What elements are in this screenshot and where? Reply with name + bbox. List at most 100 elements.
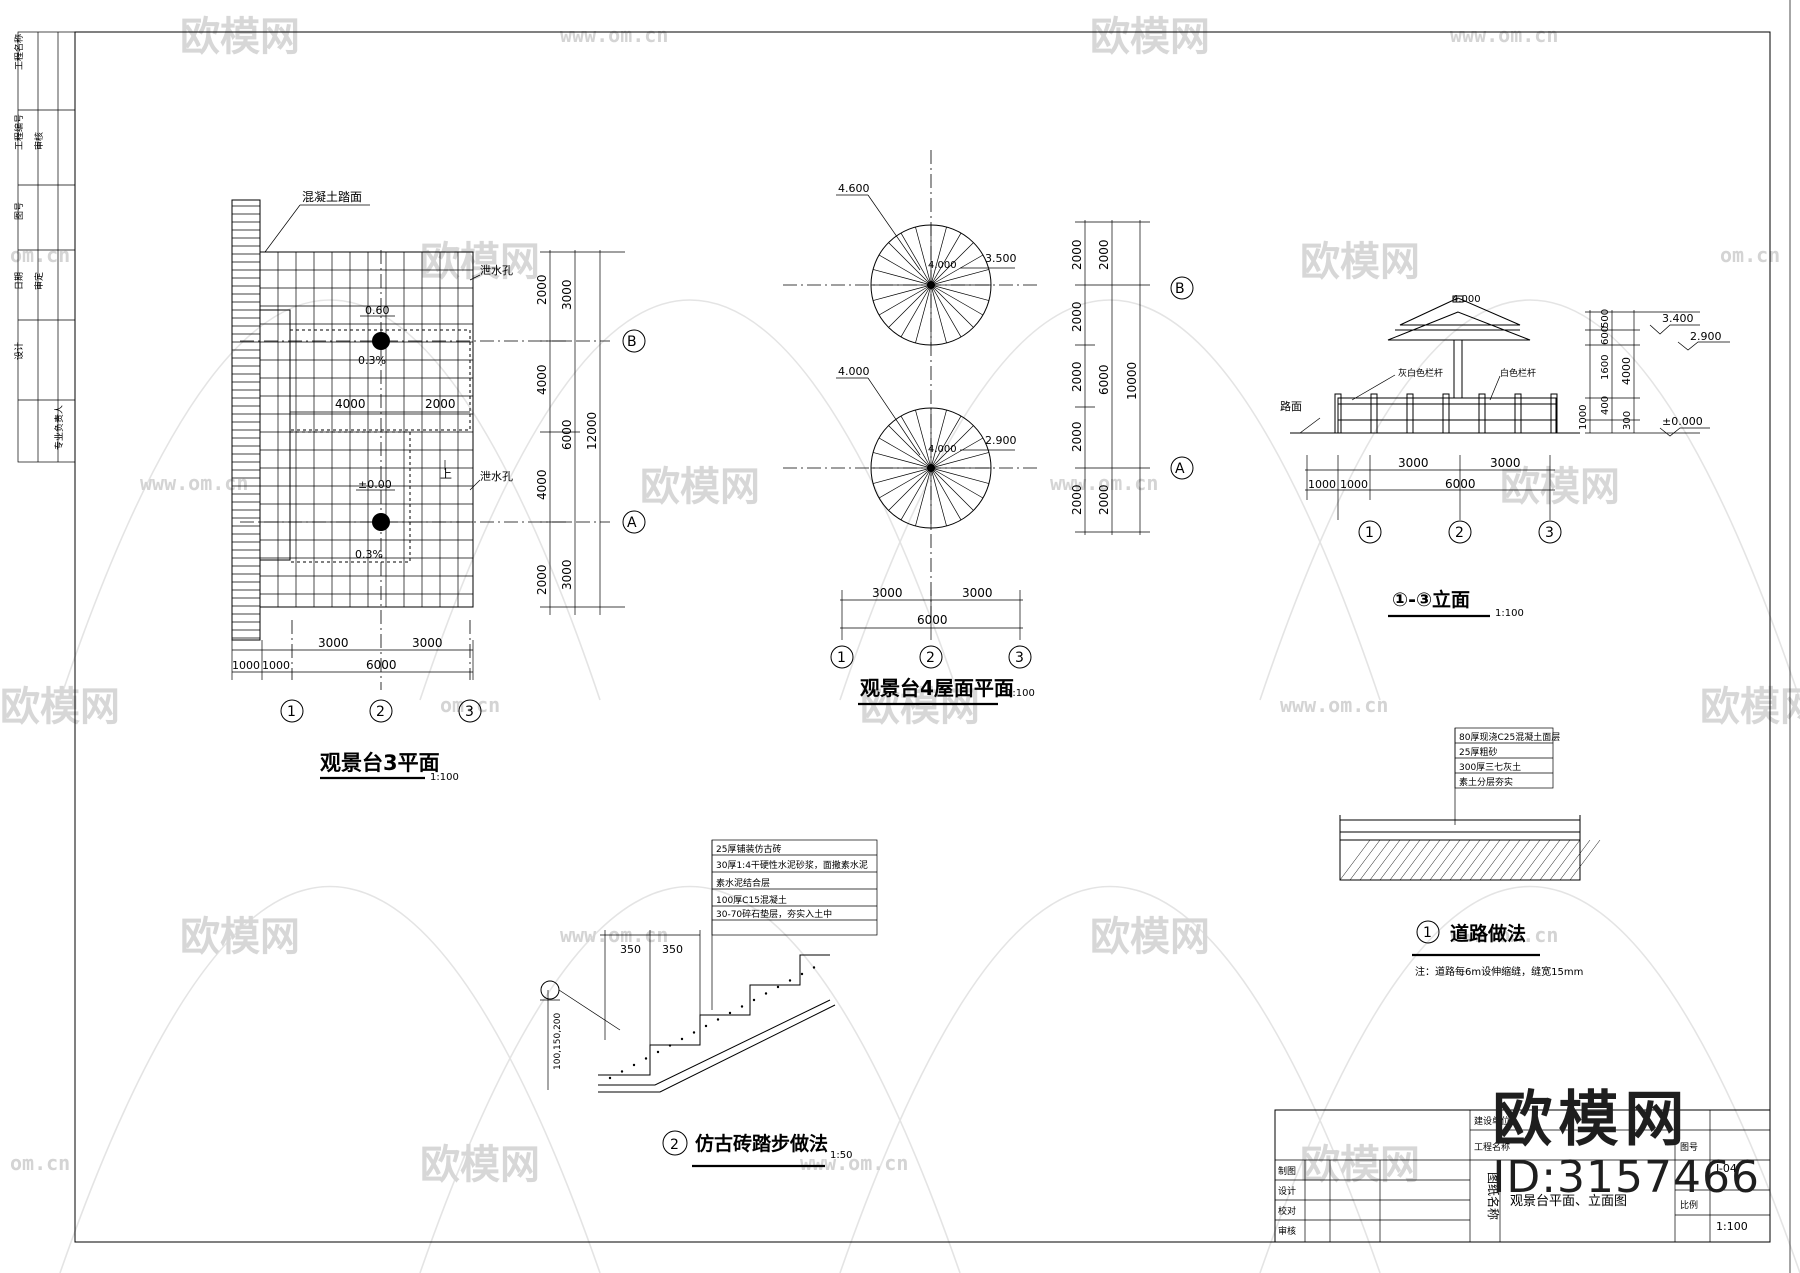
svg-text:2.900: 2.900 <box>1690 330 1722 343</box>
svg-text:欧模网: 欧模网 <box>1300 239 1420 285</box>
svg-text:300厚三七灰土: 300厚三七灰土 <box>1459 761 1521 773</box>
brand-watermark-overlay: 欧模网 ID:3157466 <box>1492 1090 1760 1200</box>
svg-text:3000: 3000 <box>1398 456 1429 470</box>
svg-text:欧模网: 欧模网 <box>180 14 300 60</box>
svg-text:设计: 设计 <box>1278 1185 1296 1197</box>
svg-text:白色栏杆: 白色栏杆 <box>1500 367 1536 379</box>
svg-text:400: 400 <box>1600 396 1611 415</box>
svg-text:审核: 审核 <box>33 132 45 150</box>
svg-text:1000: 1000 <box>1340 478 1368 491</box>
svg-text:素水泥结合层: 素水泥结合层 <box>716 877 770 889</box>
road-title: 1 道路做法 注：道路每6m设伸缩缝，缝宽15mm <box>1412 920 1583 978</box>
svg-text:1:100: 1:100 <box>1006 688 1035 699</box>
svg-text:仿古砖踏步做法: 仿古砖踏步做法 <box>695 1132 828 1155</box>
svg-text:12000: 12000 <box>585 412 599 450</box>
svg-text:观景台4屋面平面: 观景台4屋面平面 <box>860 676 1014 700</box>
svg-text:3000: 3000 <box>412 636 443 650</box>
svg-text:3000: 3000 <box>560 279 574 310</box>
svg-text:欧模网: 欧模网 <box>1700 684 1800 730</box>
svg-text:0.3%: 0.3% <box>355 548 383 561</box>
svg-text:3000: 3000 <box>1490 456 1521 470</box>
svg-text:0.3%: 0.3% <box>358 354 386 367</box>
svg-text:3.500: 3.500 <box>985 252 1017 265</box>
svg-text:欧模网: 欧模网 <box>180 914 300 960</box>
svg-text:4000: 4000 <box>1620 357 1633 385</box>
svg-text:300: 300 <box>1622 411 1633 430</box>
svg-text:①-③立面: ①-③立面 <box>1392 588 1470 611</box>
svg-text:1600: 1600 <box>1600 355 1611 380</box>
svg-text:泄水孔: 泄水孔 <box>480 264 513 277</box>
svg-text:2000: 2000 <box>535 564 549 595</box>
svg-text:观景台平面、立面图: 观景台平面、立面图 <box>1510 1194 1627 1209</box>
plan4-drawing: 4.600 3.500 4.000 4.000 2.900 4.000 2000… <box>783 150 1194 669</box>
svg-text:欧模网: 欧模网 <box>640 464 760 510</box>
svg-text:3000: 3000 <box>560 559 574 590</box>
svg-text:欧模网: 欧模网 <box>1090 14 1210 60</box>
svg-text:3: 3 <box>1545 525 1554 541</box>
svg-text:1: 1 <box>1423 925 1432 941</box>
svg-text:欧模网: 欧模网 <box>420 1142 540 1188</box>
svg-text:2000: 2000 <box>1070 239 1084 270</box>
svg-text:4.000: 4.000 <box>928 260 957 271</box>
svg-text:www.om.cn: www.om.cn <box>560 23 668 47</box>
svg-text:混凝土踏面: 混凝土踏面 <box>302 189 362 204</box>
svg-text:2.900: 2.900 <box>985 434 1017 447</box>
svg-text:10000: 10000 <box>1125 362 1139 400</box>
svg-text:路面: 路面 <box>1280 400 1302 413</box>
svg-text:4.000: 4.000 <box>838 365 870 378</box>
svg-text:om.cn: om.cn <box>1720 243 1780 267</box>
svg-text:欧模网: 欧模网 <box>1500 464 1620 510</box>
svg-text:A: A <box>1175 461 1185 477</box>
svg-text:欧模网: 欧模网 <box>1090 914 1210 960</box>
svg-text:www.om.cn: www.om.cn <box>140 471 248 495</box>
svg-text:图纸名称: 图纸名称 <box>1486 1172 1501 1220</box>
svg-text:4000: 4000 <box>335 397 366 411</box>
svg-text:30厚1:4干硬性水泥砂浆，面撒素水泥: 30厚1:4干硬性水泥砂浆，面撒素水泥 <box>716 859 868 871</box>
svg-text:6000: 6000 <box>917 613 948 627</box>
svg-text:欧模网: 欧模网 <box>420 239 540 285</box>
svg-text:B: B <box>1175 281 1185 297</box>
svg-text:J-04: J-04 <box>1715 1162 1737 1175</box>
road-detail: 80厚现浇C25混凝土面层 25厚粗砂 300厚三七灰土 素土分层夯实 <box>1339 727 1601 881</box>
plan3-drawing: 混凝土踏面 泄水孔 泄水孔 上 0.60 0.3% ±0.00 0.3% 400… <box>231 189 646 723</box>
svg-text:欧模网: 欧模网 <box>860 684 980 730</box>
svg-text:350: 350 <box>620 943 641 956</box>
svg-text:6000: 6000 <box>1097 364 1111 395</box>
svg-text:2000: 2000 <box>535 274 549 305</box>
svg-text:4.600: 4.600 <box>838 182 870 195</box>
svg-text:工程名称: 工程名称 <box>1474 1141 1510 1153</box>
svg-text:25厚铺装仿古砖: 25厚铺装仿古砖 <box>716 843 781 855</box>
svg-text:注：道路每6m设伸缩缝，缝宽15mm: 注：道路每6m设伸缩缝，缝宽15mm <box>1415 965 1583 978</box>
watermark: 欧模网 www.om.cn 欧模网 www.om.cn om.cn 欧模网 欧模… <box>0 14 1800 1188</box>
svg-text:2000: 2000 <box>1070 301 1084 332</box>
stairs-title: 2 仿古砖踏步做法 1:50 <box>662 1130 852 1168</box>
svg-text:2000: 2000 <box>1097 484 1111 515</box>
svg-text:比例: 比例 <box>1680 1199 1698 1211</box>
svg-text:上: 上 <box>440 467 452 481</box>
svg-text:350: 350 <box>662 943 683 956</box>
svg-text:2000: 2000 <box>1070 361 1084 392</box>
sheet-border <box>74 31 1771 1243</box>
watermark-arcs <box>59 299 1800 1273</box>
svg-text:1000: 1000 <box>1308 478 1336 491</box>
svg-text:1: 1 <box>1365 525 1374 541</box>
svg-text:80厚现浇C25混凝土面层: 80厚现浇C25混凝土面层 <box>1459 731 1560 743</box>
svg-text:B: B <box>627 334 637 350</box>
svg-text:泄水孔: 泄水孔 <box>480 470 513 483</box>
svg-text:500: 500 <box>1600 309 1611 328</box>
svg-text:欧模网: 欧模网 <box>0 684 120 730</box>
svg-text:日期: 日期 <box>14 272 25 290</box>
svg-text:1:100: 1:100 <box>1495 608 1524 619</box>
svg-text:道路做法: 道路做法 <box>1450 922 1526 945</box>
svg-text:欧模网: 欧模网 <box>1300 1142 1420 1188</box>
svg-text:www.om.cn: www.om.cn <box>1450 23 1558 47</box>
svg-text:工程编号: 工程编号 <box>13 114 25 150</box>
plan4-title: 观景台4屋面平面 1:100 <box>858 676 1035 706</box>
svg-text:专业负责人: 专业负责人 <box>53 405 65 450</box>
svg-text:图号: 图号 <box>14 202 25 220</box>
svg-text:1:100: 1:100 <box>430 772 459 783</box>
svg-text:om.cn: om.cn <box>10 1151 70 1175</box>
svg-text:2000: 2000 <box>1070 421 1084 452</box>
svg-text:3000: 3000 <box>962 586 993 600</box>
